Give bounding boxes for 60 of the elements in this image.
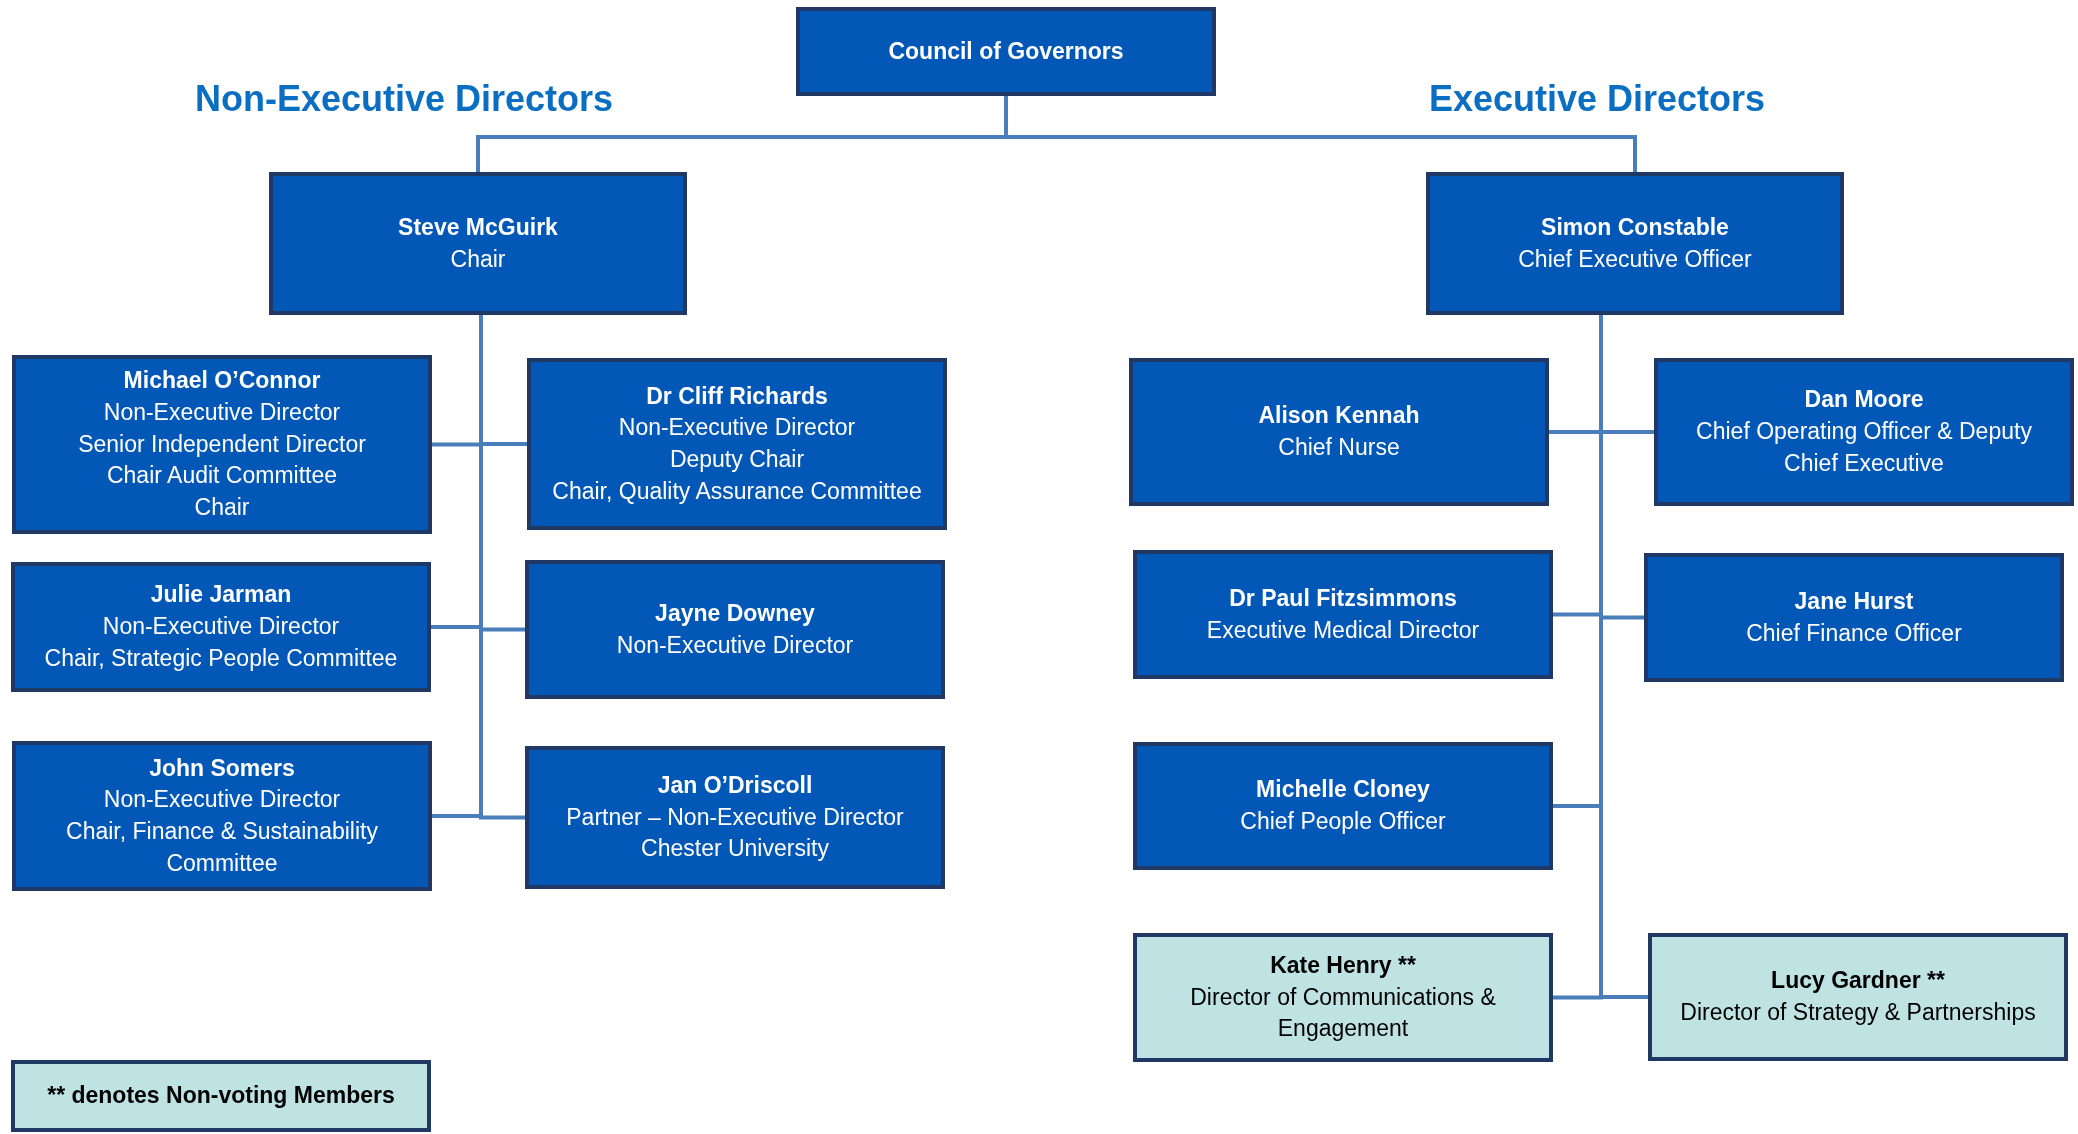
role-text: Non-Executive Director — [618, 413, 856, 443]
org-box — [12, 741, 432, 891]
role-text: Chester University — [641, 834, 829, 864]
person-name: Steve McGuirk — [398, 212, 558, 242]
person-name: Julie Jarman — [150, 580, 292, 610]
role-text: Non-Executive Director — [103, 397, 341, 427]
role-text: Partner – Non-Executive Director — [566, 802, 904, 832]
role-text: Chief Executive Officer — [1518, 244, 1752, 274]
role-text: Chief People Officer — [1240, 807, 1446, 836]
role-text: Deputy Chair — [669, 445, 805, 474]
org-box — [1654, 358, 2074, 506]
person-name: Dan Moore — [1804, 385, 1924, 415]
role-text: Chair, Strategic People Committee — [44, 643, 398, 673]
org-box — [12, 355, 432, 534]
org-box — [1133, 550, 1553, 679]
person-name: Kate Henry ** — [1270, 950, 1416, 980]
person-name: ** denotes Non-voting Members — [47, 1081, 395, 1111]
org-box — [1133, 933, 1553, 1062]
org-box — [11, 1060, 431, 1132]
org-box — [796, 7, 1216, 96]
role-text: Chair — [450, 244, 506, 274]
person-name: Michelle Cloney — [1256, 775, 1430, 805]
role-text: Chief Operating Officer & Deputy Chief Executive — [1695, 417, 2033, 478]
org-box — [1129, 358, 1549, 506]
org-box — [525, 560, 945, 699]
org-box — [11, 562, 431, 692]
org-box — [527, 358, 947, 530]
connector-line — [479, 315, 525, 820]
org-box — [525, 746, 945, 889]
role-text: Non-Executive Director — [102, 612, 340, 642]
person-name: John Somers — [149, 753, 295, 783]
org-box — [269, 172, 687, 315]
role-text: Senior Independent Director — [78, 429, 366, 459]
role-text: Non-Executive Director — [616, 630, 854, 660]
person-name: Dr Paul Fitzsimmons — [1229, 583, 1457, 613]
org-box — [1644, 553, 2064, 682]
person-name: Jan O’Driscoll — [657, 770, 813, 800]
person-name: Council of Governors — [888, 36, 1124, 66]
person-name: Dr Cliff Richards — [646, 381, 828, 411]
role-text: Chair — [194, 493, 250, 523]
person-name: Jane Hurst — [1794, 586, 1914, 616]
role-text: Executive Medical Director — [1206, 615, 1480, 645]
role-text: Chief Finance Officer — [1746, 618, 1962, 648]
role-text: Director of Communications & Engagement — [1189, 982, 1497, 1044]
role-text: Non-Executive Director — [103, 785, 341, 815]
person-name: Simon Constable — [1541, 212, 1729, 242]
role-text: Chief Nurse — [1278, 433, 1400, 462]
person-name: Alison Kennah — [1258, 401, 1420, 431]
org-box — [1648, 933, 2068, 1061]
role-text: Chair, Quality Assurance Committee — [552, 476, 922, 506]
role-text: Director of Strategy & Partnerships — [1680, 998, 2036, 1027]
section-heading: Executive Directors — [1428, 78, 1766, 120]
person-name: Lucy Gardner ** — [1771, 966, 1945, 996]
org-box — [1133, 742, 1553, 870]
role-text: Chair Audit Committee — [106, 461, 338, 491]
org-box — [1426, 172, 1844, 315]
section-heading: Non-Executive Directors — [194, 78, 614, 120]
role-text: Chair, Finance & Sustainability Committee — [65, 817, 379, 878]
person-name: Michael O’Connor — [123, 366, 321, 396]
person-name: Jayne Downey — [655, 598, 815, 628]
